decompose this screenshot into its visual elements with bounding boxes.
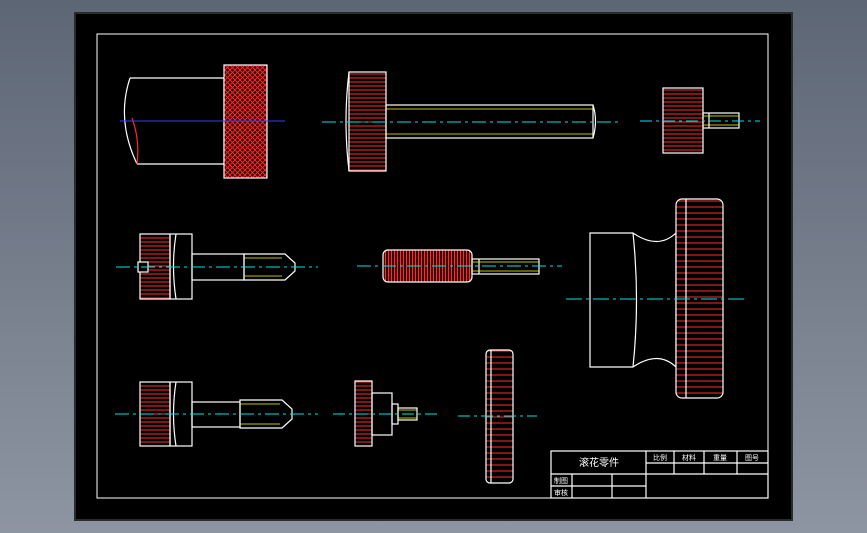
part-knurled-head-pin-2 xyxy=(115,381,318,447)
part-small-knurled-stub xyxy=(640,87,760,154)
part-small-knurled-knob xyxy=(333,380,441,447)
part-knurled-head-long-pin xyxy=(322,71,620,172)
drawing-title: 滚花零件 xyxy=(579,456,619,469)
part-knurled-sleeve xyxy=(357,249,562,283)
reviewed-by-label: 审核 xyxy=(554,488,568,497)
part-knurled-shaft-section xyxy=(120,64,285,179)
part-knurled-head-tapered-pin xyxy=(116,233,318,300)
part-large-knurled-wheel xyxy=(566,198,747,399)
drawn-by-label: 制图 xyxy=(554,476,568,485)
weight-header: 重量 xyxy=(713,454,727,462)
part-thin-knurled-disc xyxy=(458,349,537,484)
sheet-number-header: 图号 xyxy=(745,454,759,462)
material-header: 材料 xyxy=(682,453,696,462)
inner-border xyxy=(96,33,769,499)
scale-header: 比例 xyxy=(653,453,667,462)
title-block xyxy=(550,450,769,499)
